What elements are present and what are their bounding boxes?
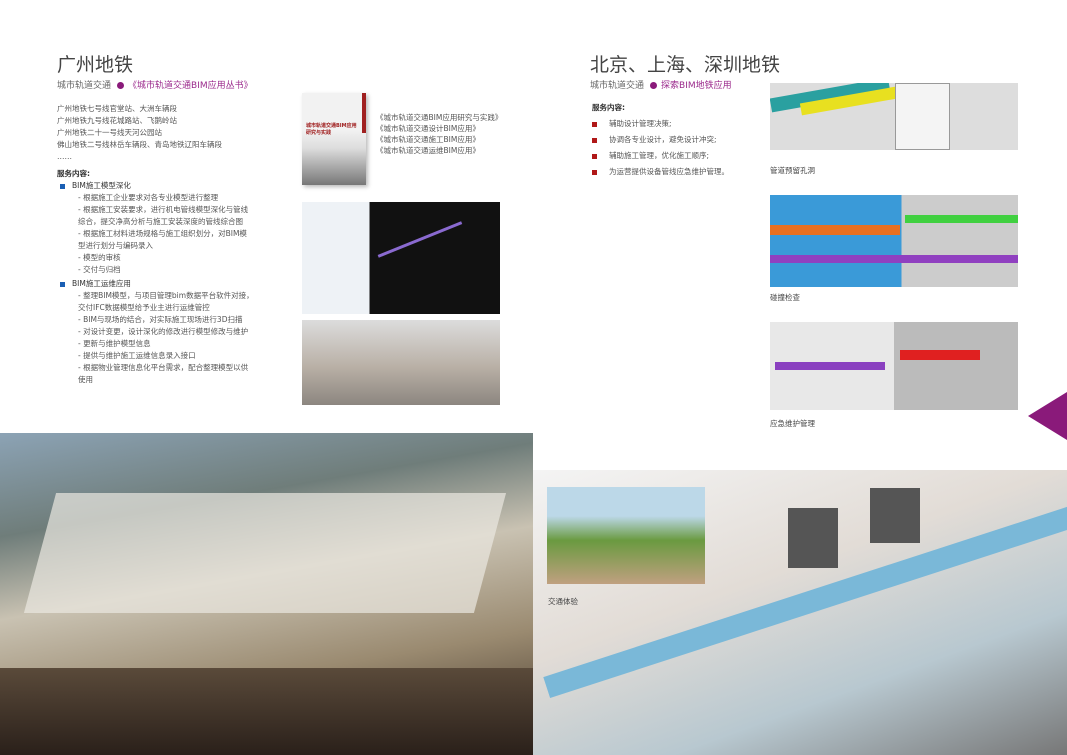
bullet-icon bbox=[592, 169, 597, 175]
right-services: 服务内容: 辅助设计管理决策; 协调各专业设计，避免设计冲突; 辅助施工管理，优… bbox=[592, 100, 729, 180]
book-cover-title: 城市轨道交通BIM应用 研究与实践 bbox=[306, 123, 357, 136]
subtitle-highlight: 探索BIM地铁应用 bbox=[661, 81, 732, 91]
project-item: 广州地铁七号线官堂站、大洲车辆段 bbox=[57, 104, 177, 113]
book-item: 《城市轨道交通BIM应用研究与实践》 bbox=[376, 113, 503, 122]
bim-software-screenshot bbox=[302, 202, 500, 314]
bullet-icon bbox=[592, 121, 597, 127]
caption-pipe-hole: 管道预留孔洞 bbox=[770, 166, 815, 175]
bullet-icon bbox=[592, 153, 597, 159]
project-item: …… bbox=[57, 152, 72, 161]
line: - 根据施工企业要求对各专业模型进行整理 bbox=[78, 193, 219, 202]
project-item: 佛山地铁二号线林岳车辆段、青岛地铁辽阳车辆段 bbox=[57, 140, 222, 149]
dot-icon bbox=[117, 82, 125, 89]
bullet-icon bbox=[60, 281, 65, 287]
right-subtitle: 城市轨道交通 探索BIM地铁应用 bbox=[590, 78, 732, 91]
line: - 提供与维护施工运维信息录入接口 bbox=[78, 351, 196, 360]
line: 综合，提交净高分析与施工安装深度的管线综合图 bbox=[78, 217, 243, 226]
line: - 根据施工安装要求，进行机电管线模型深化与管线 bbox=[78, 205, 249, 214]
section-1: BIM施工模型深化 - 根据施工企业要求对各专业模型进行整理 - 根据施工安装要… bbox=[60, 180, 300, 276]
line: - 根据施工材料进场规格与施工组织划分，对BIM模 bbox=[78, 229, 247, 238]
service-item: 为运营提供设备管线应急维护管理。 bbox=[609, 167, 729, 176]
book-item: 《城市轨道交通运维BIM应用》 bbox=[376, 146, 480, 155]
line: - BIM与现场的结合，对实际施工现场进行3D扫描 bbox=[78, 315, 243, 324]
section-lines: - 整理BIM模型，与项目管理bim数据平台软件对接， 交付IFC数据模型给予业… bbox=[60, 290, 300, 386]
book-item: 《城市轨道交通施工BIM应用》 bbox=[376, 135, 480, 144]
left-subtitle: 城市轨道交通 《城市轨道交通BIM应用丛书》 bbox=[57, 78, 253, 91]
line: 型进行划分与编码录入 bbox=[78, 241, 153, 250]
services-label: 服务内容: bbox=[592, 103, 625, 112]
guangzhou-station-render bbox=[0, 433, 533, 755]
services-label: 服务内容: bbox=[57, 169, 90, 178]
dot-icon bbox=[650, 82, 658, 89]
caption-collision-check: 碰撞检查 bbox=[770, 293, 800, 302]
bullet-icon bbox=[60, 183, 65, 189]
line: - 根据物业管理信息化平台需求，配合整理模型以供 bbox=[78, 363, 249, 372]
book-item: 《城市轨道交通设计BIM应用》 bbox=[376, 124, 480, 133]
section-heading: BIM施工模型深化 bbox=[72, 181, 131, 190]
line: - 模型的审核 bbox=[78, 253, 121, 262]
subtitle-text: 城市轨道交通 bbox=[590, 81, 645, 91]
line: - 交付与归档 bbox=[78, 265, 121, 274]
bullet-icon bbox=[592, 137, 597, 143]
line: 交付IFC数据模型给予业主进行运维管控 bbox=[78, 303, 210, 312]
service-item: 辅助施工管理，优化施工顺序; bbox=[609, 151, 710, 160]
right-title: 北京、上海、深圳地铁 bbox=[590, 54, 781, 76]
section-heading: BIM施工运维应用 bbox=[72, 279, 131, 288]
book-list: 《城市轨道交通BIM应用研究与实践》 《城市轨道交通设计BIM应用》 《城市轨道… bbox=[376, 112, 502, 156]
line: - 整理BIM模型，与项目管理bim数据平台软件对接， bbox=[78, 291, 254, 300]
emergency-maintenance-image bbox=[770, 322, 1018, 410]
project-item: 广州地铁二十一号线天河公园站 bbox=[57, 128, 162, 137]
section-2: BIM施工运维应用 - 整理BIM模型，与项目管理bim数据平台软件对接， 交付… bbox=[60, 278, 300, 386]
service-item: 协调各专业设计，避免设计冲突; bbox=[609, 135, 717, 144]
page-tab-marker bbox=[1028, 392, 1067, 440]
subtitle-highlight: 《城市轨道交通BIM应用丛书》 bbox=[128, 81, 253, 91]
left-title: 广州地铁 bbox=[57, 54, 134, 76]
project-list: 广州地铁七号线官堂站、大洲车辆段 广州地铁九号线花城路站、飞鹅岭站 广州地铁二十… bbox=[57, 103, 222, 180]
section-lines: - 根据施工企业要求对各专业模型进行整理 - 根据施工安装要求，进行机电管线模型… bbox=[60, 192, 300, 276]
book-cover-image: 城市轨道交通BIM应用 研究与实践 bbox=[302, 93, 366, 185]
line: - 对设计变更，设计深化的修改进行模型修改与维护 bbox=[78, 327, 249, 336]
project-item: 广州地铁九号线花城路站、飞鹅岭站 bbox=[57, 116, 177, 125]
caption-emergency-maintenance: 应急维护管理 bbox=[770, 419, 815, 428]
pipe-hole-image bbox=[770, 83, 1018, 150]
subtitle-text: 城市轨道交通 bbox=[57, 81, 112, 91]
collision-check-image bbox=[770, 195, 1018, 287]
line: - 更新与维护模型信息 bbox=[78, 339, 151, 348]
service-item: 辅助设计管理决策; bbox=[609, 119, 672, 128]
traffic-experience-image bbox=[547, 487, 705, 584]
caption-traffic-experience: 交通体验 bbox=[548, 597, 578, 606]
station-render-image bbox=[302, 320, 500, 405]
line: 使用 bbox=[78, 375, 93, 384]
